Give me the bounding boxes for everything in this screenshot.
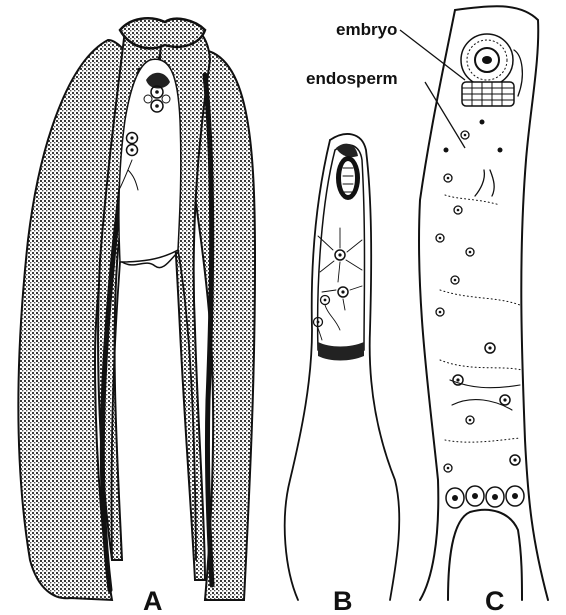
embryo-c	[461, 34, 522, 106]
panel-label-b: B	[333, 586, 353, 615]
label-endosperm: endosperm	[306, 69, 398, 88]
embryo-leader-line	[400, 30, 465, 80]
panel-b-drawing	[285, 134, 400, 600]
panel-a-drawing	[18, 18, 255, 600]
panel-labels: A B C	[143, 586, 505, 615]
panel-label-c: C	[485, 586, 505, 615]
label-embryo: embryo	[336, 20, 397, 39]
nucellus-cap	[120, 18, 205, 48]
endosperm-nuclei-c	[436, 120, 520, 473]
panel-label-a: A	[143, 586, 163, 615]
panel-c-drawing	[419, 6, 548, 600]
basal-cells-c	[446, 486, 524, 508]
